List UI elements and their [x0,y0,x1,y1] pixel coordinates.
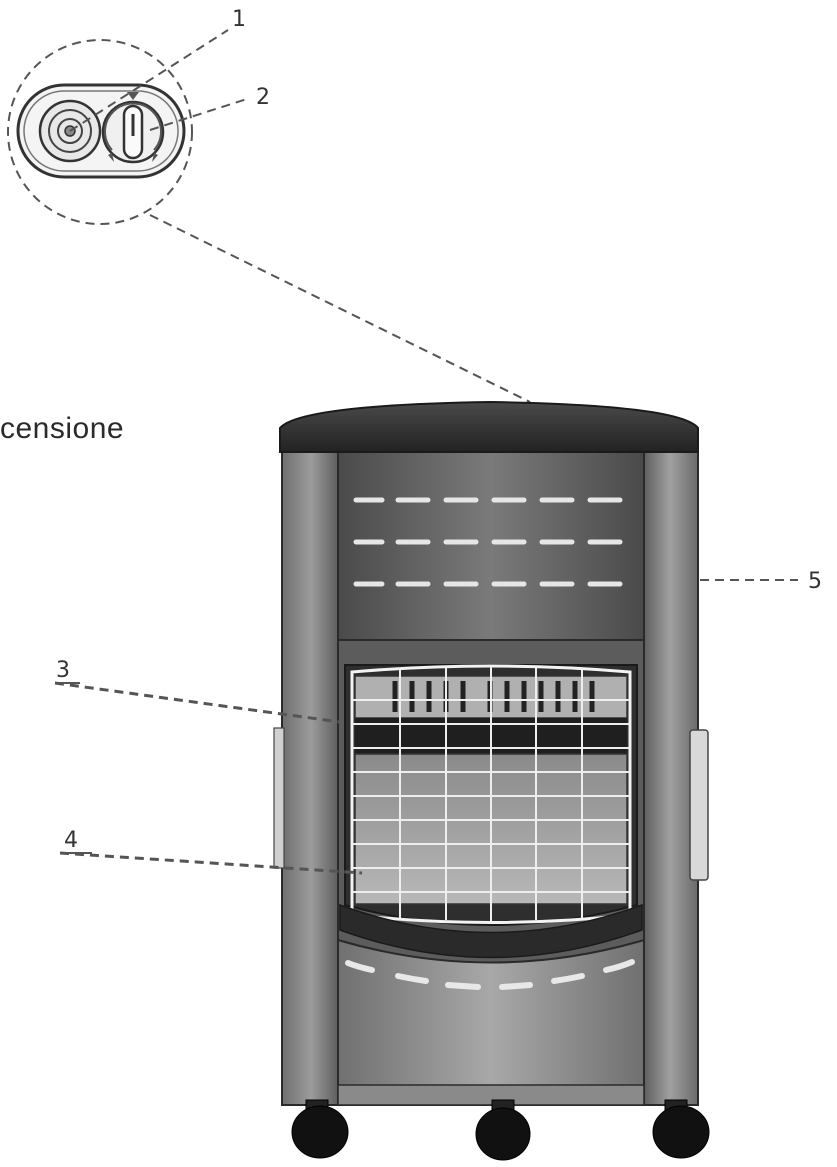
leader-1 [69,29,229,132]
control-knob-icon [101,92,165,164]
leader-3 [54,681,341,724]
callout-2: 2 [256,85,270,110]
partial-caption: censione [0,412,125,445]
callout-3: 3 [56,658,70,683]
side-bracket [689,729,709,881]
protective-grid [350,664,632,924]
magnifier-leader [149,214,531,403]
heater-body [273,400,710,1161]
leader-2 [149,97,251,131]
callout-leaders [54,29,798,875]
top-cap [279,400,699,453]
callout-1: 1 [232,7,246,32]
lower-vent-dashes [345,959,635,990]
control-detail [7,39,193,225]
leader-4 [59,851,363,875]
callout-5: 5 [808,569,822,594]
magnifier-circle [7,39,193,225]
caster-wheels [291,1099,710,1161]
left-side-panel [281,439,341,1106]
front-upper-panel [337,444,645,646]
vent-slots [353,497,623,587]
callout-4: 4 [64,828,78,853]
bottom-panel [337,938,645,1106]
